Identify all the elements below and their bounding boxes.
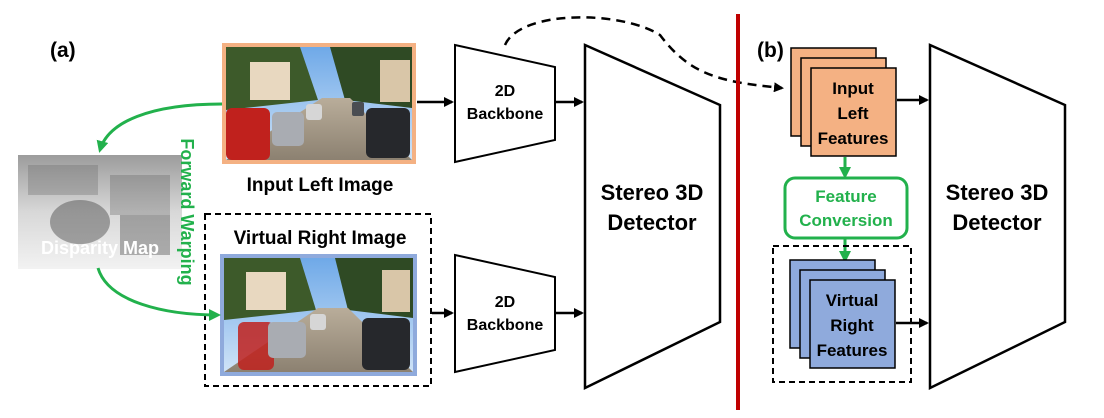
- virtual-right-image-caption: Virtual Right Image: [234, 228, 407, 249]
- input-left-features-line3: Features: [818, 129, 889, 148]
- virtual-right-image: [220, 254, 417, 376]
- arrow-image-to-disparity: [100, 104, 222, 150]
- stereo-detector-b-line1: Stereo 3D: [946, 180, 1049, 205]
- virtual-right-features-line3: Features: [817, 341, 888, 360]
- feature-conversion-line2: Conversion: [799, 211, 893, 230]
- backbone-top-line1: 2D: [495, 83, 515, 100]
- input-left-image: [222, 43, 416, 164]
- backbone-top-line2: Backbone: [467, 106, 544, 123]
- input-left-features-line1: Input: [832, 79, 874, 98]
- panel-b-label: (b): [757, 39, 784, 62]
- virtual-right-features-line2: Right: [830, 316, 874, 335]
- stereo-detector-b-line2: Detector: [952, 210, 1042, 235]
- backbone-bottom: [455, 255, 555, 372]
- virtual-right-features-line1: Virtual: [826, 291, 879, 310]
- input-left-features-line2: Left: [837, 104, 869, 123]
- backbone-top: [455, 45, 555, 162]
- disparity-map-label: Disparity Map: [41, 238, 159, 258]
- feature-conversion-line1: Feature: [815, 187, 876, 206]
- stereo-detector-a-line1: Stereo 3D: [601, 180, 704, 205]
- arrow-disparity-to-virtual-image: [98, 268, 218, 315]
- forward-warping-label: Forward Warping: [177, 138, 197, 285]
- stereo-detector-a-line2: Detector: [607, 210, 697, 235]
- backbone-bottom-line1: 2D: [495, 294, 515, 311]
- backbone-bottom-line2: Backbone: [467, 317, 544, 334]
- panel-a-label: (a): [50, 39, 76, 62]
- input-left-image-caption: Input Left Image: [247, 175, 394, 196]
